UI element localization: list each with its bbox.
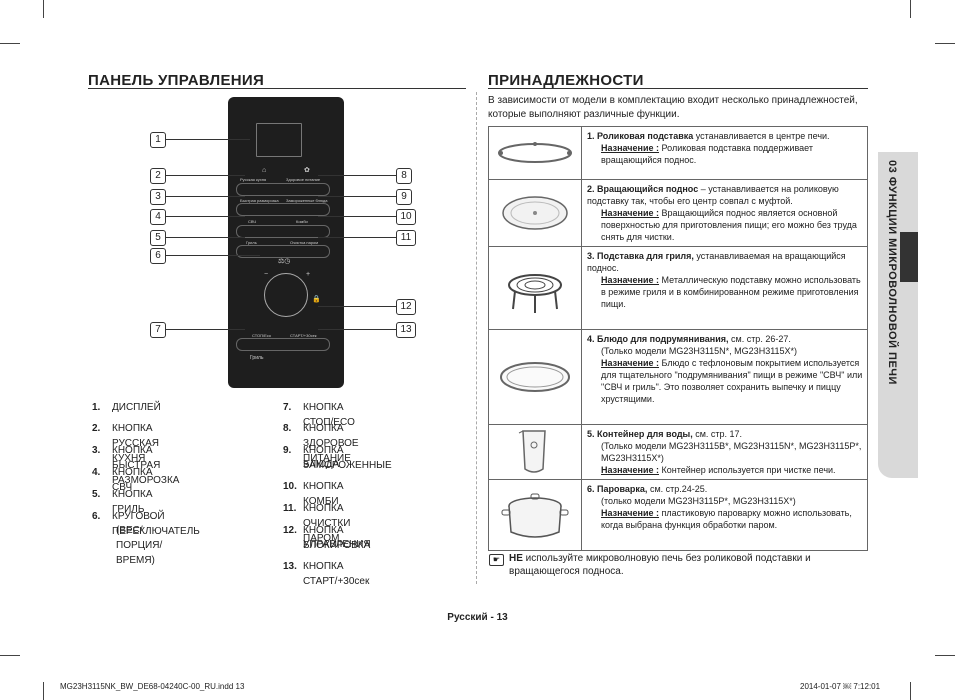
callout-line-5 bbox=[165, 237, 245, 238]
table-row: 6. Пароварка, см. стр.24-25. (только мод… bbox=[489, 479, 867, 550]
page-number: Русский - 13 bbox=[447, 612, 508, 623]
callout-8: 8 bbox=[396, 168, 412, 184]
child-lock-icon: 🔒 bbox=[312, 296, 321, 303]
callout-line-9 bbox=[318, 196, 396, 197]
label-quick-defrost: Быстрая разморозка bbox=[240, 198, 279, 203]
label-stop-eco: СТОП/Eco bbox=[252, 333, 272, 338]
callout-6: 6 bbox=[150, 248, 166, 264]
title-rule bbox=[88, 88, 466, 89]
callout-line-12 bbox=[318, 306, 396, 307]
panel-button-row-4 bbox=[236, 245, 330, 258]
table-row: 1. Роликовая подставка устанавливается в… bbox=[489, 127, 867, 179]
table-row: 3. Подставка для гриля, устанавливаемая … bbox=[489, 246, 867, 329]
footer-file: MG23H3115NK_BW_DE68-04240C-00_RU.indd 13 bbox=[60, 682, 245, 691]
chapter-label: 03 ФУНКЦИИ МИКРОВОЛНОВОЙ ПЕЧИ bbox=[886, 160, 898, 385]
control-panel-illustration: ⌂ ✿ Русская кухня Здоровое питание Быстр… bbox=[228, 97, 344, 388]
callout-10: 10 bbox=[396, 209, 416, 225]
callout-line-1 bbox=[165, 139, 250, 140]
warning-note: НЕ используйте микроволновую печь без ро… bbox=[509, 553, 811, 577]
weight-time-icon: ⚖◷ bbox=[278, 258, 291, 265]
callout-12: 12 bbox=[396, 299, 416, 315]
callout-4: 4 bbox=[150, 209, 166, 225]
table-row: 2. Вращающийся поднос – устанавливается … bbox=[489, 179, 867, 246]
callout-line-6 bbox=[165, 255, 260, 256]
accessories-intro: В зависимости от модели в комплектацию в… bbox=[488, 95, 858, 120]
crusty-plate-image bbox=[489, 330, 582, 424]
callout-13: 13 bbox=[396, 322, 416, 338]
label-grill-bottom: Гриль bbox=[250, 355, 264, 361]
callout-2: 2 bbox=[150, 168, 166, 184]
label-russian-kitchen: Русская кухня bbox=[240, 177, 267, 182]
callout-line-13 bbox=[318, 329, 396, 330]
dial-knob bbox=[264, 273, 308, 317]
control-panel-title: ПАНЕЛЬ УПРАВЛЕНИЯ bbox=[88, 72, 265, 89]
callout-7: 7 bbox=[150, 322, 166, 338]
column-divider bbox=[476, 92, 478, 584]
callout-line-11 bbox=[318, 237, 396, 238]
minus-icon: − bbox=[264, 271, 269, 278]
callout-line-4 bbox=[165, 216, 245, 217]
table-row: 5. Контейнер для воды, см. стр. 17. (Тол… bbox=[489, 424, 867, 479]
callout-5: 5 bbox=[150, 230, 166, 246]
russian-kitchen-icon: ⌂ bbox=[262, 167, 267, 174]
callout-3: 3 bbox=[150, 189, 166, 205]
plus-icon: + bbox=[306, 271, 311, 278]
label-frozen: Замороженные блюда bbox=[286, 198, 328, 203]
callout-line-10 bbox=[318, 216, 396, 217]
label-mw: СВЧ bbox=[248, 219, 257, 224]
label-healthy-food: Здоровое питание bbox=[286, 177, 321, 182]
note-hand-icon: ☛ bbox=[489, 554, 504, 566]
panel-button-row-5 bbox=[236, 338, 330, 351]
callout-line-2 bbox=[165, 175, 245, 176]
panel-display bbox=[256, 123, 302, 157]
label-combi: Комби bbox=[296, 219, 308, 224]
roller-ring-image bbox=[489, 127, 582, 179]
callout-11: 11 bbox=[396, 230, 416, 246]
title-rule bbox=[488, 88, 868, 89]
accessories-title: ПРИНАДЛЕЖНОСТИ bbox=[488, 72, 644, 89]
grill-rack-image bbox=[489, 247, 582, 329]
panel-button-row-1 bbox=[236, 183, 330, 196]
chapter-marker bbox=[900, 232, 918, 282]
steamer-image bbox=[489, 480, 582, 550]
label-grill: Гриль bbox=[246, 240, 257, 245]
label-steam-clean: Очистка паром bbox=[290, 240, 319, 245]
callout-line-7 bbox=[165, 329, 245, 330]
callout-1: 1 bbox=[150, 132, 166, 148]
table-row: 4. Блюдо для подрумянивания, см. стр. 26… bbox=[489, 329, 867, 424]
accessories-table: 1. Роликовая подставка устанавливается в… bbox=[488, 126, 868, 551]
footer-date: 2014-01-07 ￼ 7:12:01 bbox=[800, 682, 881, 691]
panel-button-row-2 bbox=[236, 203, 330, 216]
label-start: СТАРТ/+30сек bbox=[290, 333, 317, 338]
callout-line-8 bbox=[318, 175, 396, 176]
water-container-image bbox=[489, 425, 582, 479]
healthy-food-icon: ✿ bbox=[304, 167, 310, 174]
callout-line-3 bbox=[165, 196, 245, 197]
callout-9: 9 bbox=[396, 189, 412, 205]
chapter-side-tab bbox=[878, 152, 918, 478]
panel-button-row-3 bbox=[236, 225, 330, 238]
turntable-image bbox=[489, 180, 582, 246]
